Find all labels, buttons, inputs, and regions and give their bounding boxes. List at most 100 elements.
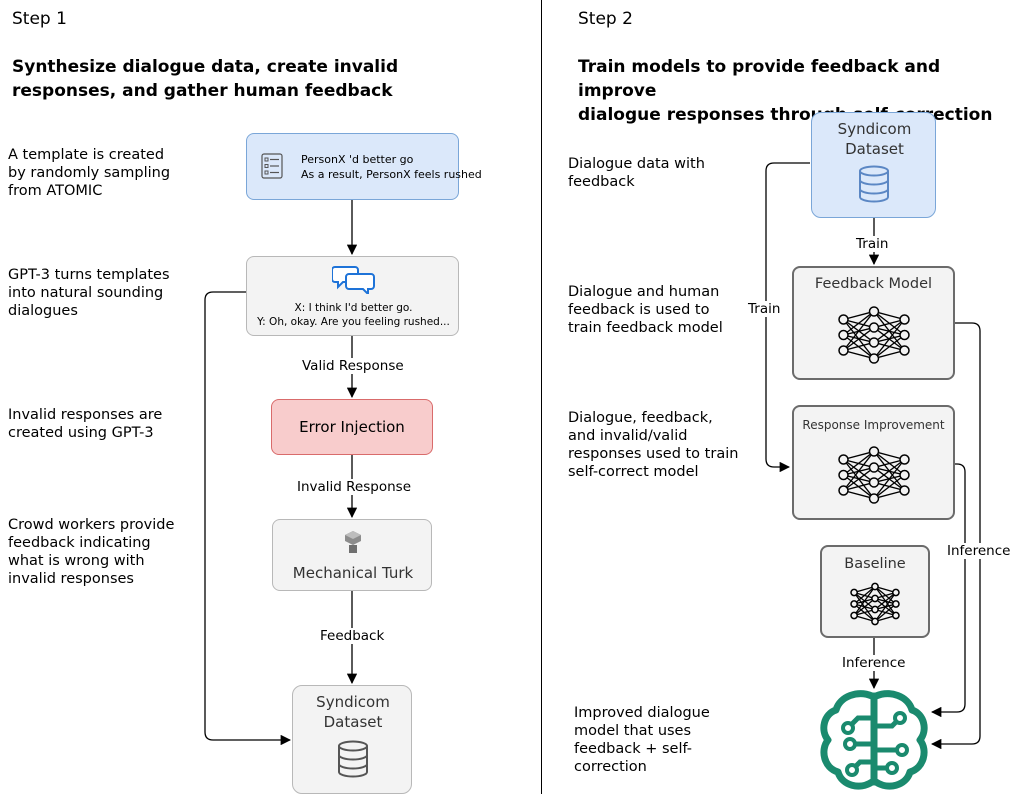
- template-line: PersonX 'd better go: [301, 153, 414, 166]
- neuron-node: [899, 329, 910, 341]
- desc-line: Crowd workers provide: [8, 517, 175, 533]
- neuron-node: [838, 345, 849, 356]
- neural-network-icon: [838, 446, 910, 504]
- mechanical-turk-label: Mechanical Turk: [292, 564, 414, 582]
- brain-circuit-icon: [820, 690, 928, 790]
- neuron-node: [868, 462, 880, 473]
- neural-network-icon: [850, 582, 900, 626]
- database-icon: [859, 165, 889, 203]
- neuron-node: [868, 493, 880, 504]
- template-text: PersonX 'd better go As a result, Person…: [301, 152, 482, 182]
- desc-line: correction: [574, 759, 647, 775]
- step2-desc-improved: Improved dialogue model that uses feedba…: [574, 704, 710, 776]
- desc-line: Dialogue and human: [568, 284, 720, 300]
- neuron-node: [871, 605, 879, 614]
- neuron-node: [868, 477, 880, 488]
- neural-network-icon: [838, 306, 910, 364]
- edge-label-feedback: Feedback: [318, 628, 387, 644]
- desc-line: Dialogue, feedback,: [568, 410, 713, 426]
- response-improvement-label: Response Improvement: [802, 418, 945, 432]
- desc-line: Improved dialogue: [574, 705, 710, 721]
- neuron-node: [871, 594, 879, 603]
- step2-title-line1: Train models to provide feedback and imp…: [578, 57, 941, 101]
- step1-title: Synthesize dialogue data, create invalid…: [12, 55, 398, 103]
- neuron-node: [899, 485, 910, 496]
- neuron-node: [871, 617, 879, 626]
- dialogue-text: X: I think I'd better go. Y: Oh, okay. A…: [247, 301, 460, 329]
- edge-label-train-side: Train: [746, 301, 783, 317]
- template-box: PersonX 'd better go As a result, Person…: [246, 133, 482, 200]
- desc-line: invalid responses: [8, 571, 134, 587]
- neuron-node: [850, 611, 858, 620]
- desc-line: what is wrong with: [8, 553, 145, 569]
- neuron-node: [838, 329, 849, 341]
- step2-title-line2: dialogue responses through self-correcti…: [578, 105, 993, 125]
- desc-line: GPT-3 turns templates: [8, 267, 170, 283]
- baseline-label: Baseline: [844, 556, 906, 572]
- edge-label-valid-response: Valid Response: [300, 358, 406, 374]
- neuron-node: [838, 314, 849, 325]
- desc-line: dialogues: [8, 303, 78, 319]
- neuron-node: [868, 353, 880, 364]
- neuron-node: [899, 469, 910, 481]
- desc-line: and invalid/valid: [568, 428, 688, 444]
- step1-label: Step 1: [12, 9, 67, 29]
- step2-label: Step 2: [578, 9, 633, 29]
- dataset-label-line: Syndicom: [837, 120, 912, 138]
- neuron-node: [899, 345, 910, 356]
- feedback-model-box: Feedback Model: [792, 266, 955, 380]
- step2-dataset-box: Syndicom Dataset: [811, 112, 936, 218]
- neuron-node: [838, 469, 849, 481]
- dataset-label-line: Dataset: [323, 713, 383, 731]
- step2-desc-feedback-model: Dialogue and human feedback is used to t…: [568, 283, 723, 337]
- neuron-node: [871, 582, 879, 591]
- neuron-node: [892, 611, 900, 620]
- step2-desc-self-correct: Dialogue, feedback, and invalid/valid re…: [568, 409, 738, 481]
- mechanical-turk-icon: [345, 531, 361, 553]
- neuron-node: [850, 588, 858, 597]
- mechanical-turk-box: Mechanical Turk: [272, 519, 432, 591]
- step1-desc-template: A template is created by randomly sampli…: [8, 146, 170, 200]
- neuron-node: [868, 306, 880, 317]
- neuron-node: [868, 337, 880, 348]
- neuron-node: [899, 454, 910, 465]
- step1-title-line1: Synthesize dialogue data, create invalid: [12, 57, 399, 77]
- chat-bubbles-icon: [332, 266, 375, 294]
- edge-label-train-down: Train: [854, 236, 891, 252]
- edge-label-invalid-response: Invalid Response: [295, 479, 413, 495]
- desc-line: created using GPT-3: [8, 425, 154, 441]
- dialogue-line: X: I think I'd better go.: [294, 302, 413, 314]
- desc-line: by randomly sampling: [8, 165, 171, 181]
- neuron-node: [899, 314, 910, 325]
- neuron-node: [868, 446, 880, 457]
- step2-title: Train models to provide feedback and imp…: [578, 55, 1010, 127]
- desc-line: responses used to train: [568, 446, 739, 462]
- template-line: As a result, PersonX feels rushed: [301, 168, 482, 181]
- step2-dataset-label: Syndicom Dataset: [812, 119, 937, 159]
- baseline-box: Baseline: [820, 545, 930, 638]
- neuron-node: [838, 454, 849, 465]
- step1-dataset-label: Syndicom Dataset: [293, 692, 413, 732]
- neuron-node: [892, 600, 900, 608]
- edge-label-inference-side: Inference: [945, 543, 1010, 559]
- step1-desc-crowd: Crowd workers provide feedback indicatin…: [8, 516, 174, 588]
- desc-line: Invalid responses are: [8, 407, 163, 423]
- dataset-label-line: Syndicom: [316, 693, 390, 711]
- desc-line: model that uses: [574, 723, 692, 739]
- step1-title-line2: responses, and gather human feedback: [12, 81, 393, 101]
- dialogue-line: Y: Oh, okay. Are you feeling rushed...: [257, 316, 450, 328]
- neuron-node: [850, 600, 858, 608]
- desc-line: train feedback model: [568, 320, 723, 336]
- list-icon: [261, 153, 283, 179]
- step1-desc-gpt3: GPT-3 turns templates into natural sound…: [8, 266, 170, 320]
- column-divider: [541, 0, 542, 794]
- response-improvement-box: Response Improvement: [792, 405, 955, 520]
- error-injection-box: Error Injection: [271, 399, 433, 455]
- feedback-model-label: Feedback Model: [814, 276, 933, 292]
- desc-line: feedback + self-: [574, 741, 693, 757]
- desc-line: A template is created: [8, 147, 165, 163]
- edge-label-inference-down: Inference: [840, 655, 908, 671]
- desc-line: Dialogue data with: [568, 156, 705, 172]
- desc-line: feedback is used to: [568, 302, 710, 318]
